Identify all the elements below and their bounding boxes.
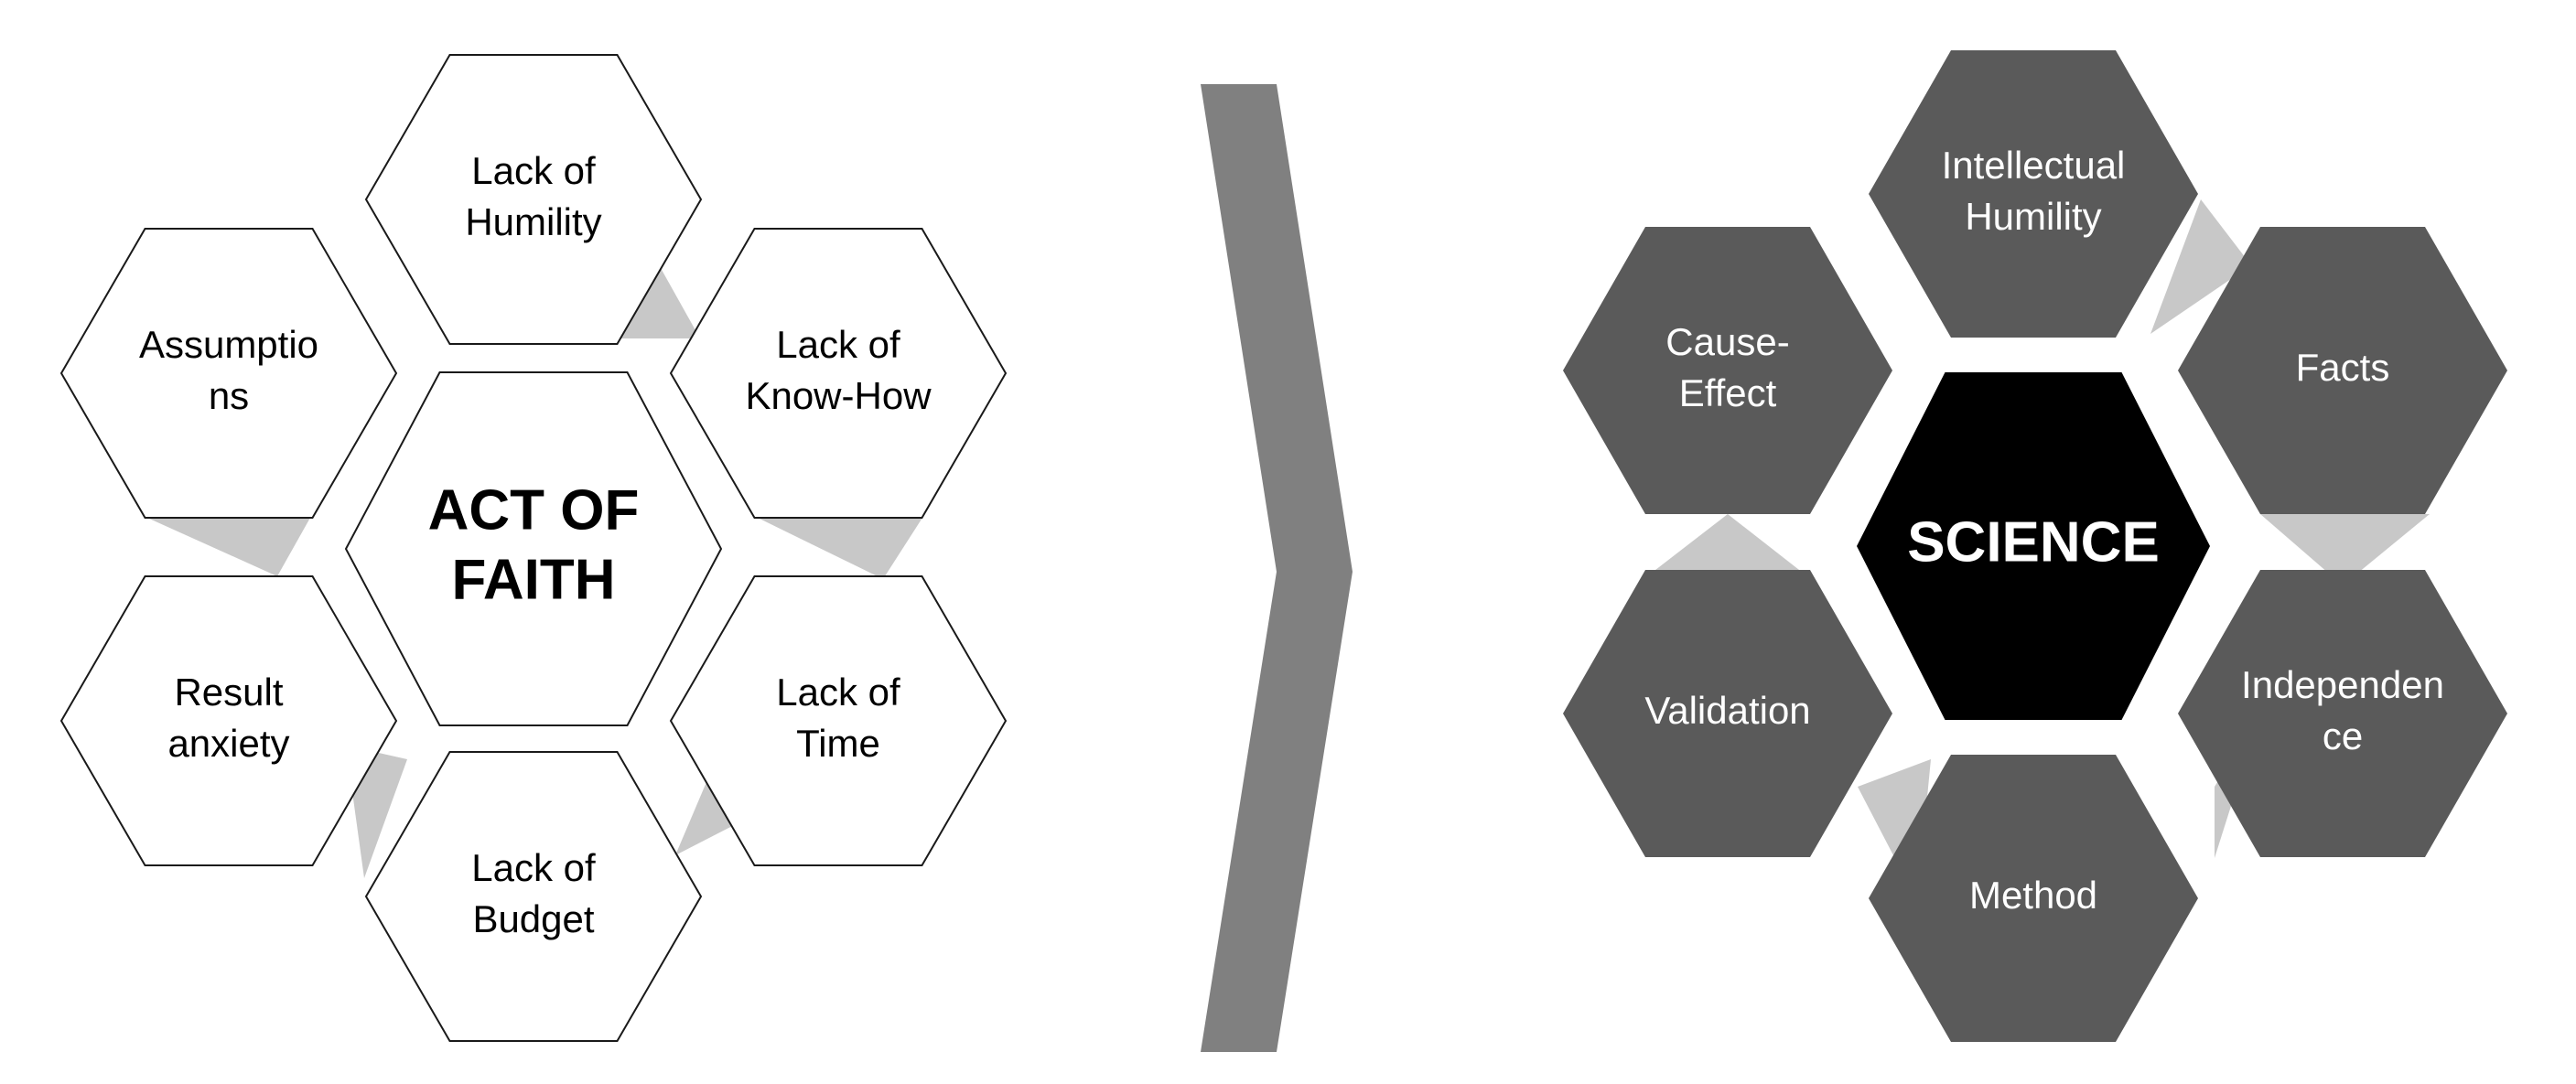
method-label-line-1: Method: [1969, 874, 2097, 917]
facts-label-line-1: Facts: [2296, 346, 2390, 389]
intellectual-humility-label-line-2: Humility: [1965, 195, 2101, 238]
independence-label-line-1: Independen: [2241, 663, 2444, 706]
validation-hexagon: [1563, 570, 1892, 857]
independence-hexagon: [2178, 570, 2507, 857]
right-connector-5: [1647, 514, 1807, 576]
assumptions-label-line-1: Assumptio: [139, 323, 318, 366]
act-of-faith-center-hexagon: [344, 371, 723, 726]
cause-effect-hexagon: [1563, 227, 1892, 514]
facts-hexagon: [2178, 227, 2507, 514]
lack-of-know-how-label-line-1: Lack of: [776, 323, 900, 366]
intellectual-humility-hexagon: [1869, 50, 2198, 338]
lack-of-time-hexagon: [669, 575, 1008, 866]
left-connector-5: [147, 518, 310, 576]
right-connector-2: [2260, 514, 2430, 585]
cause-effect-label-line-2: Effect: [1679, 371, 1777, 414]
intellectual-humility-label-line-1: Intellectual: [1942, 144, 2126, 187]
left-connector-2: [758, 518, 922, 579]
lack-of-know-how-hexagon: [669, 228, 1008, 519]
act-of-faith-center-label-line-2: FAITH: [451, 548, 615, 611]
result-anxiety-label-line-2: anxiety: [167, 722, 289, 765]
lack-of-know-how-label-line-2: Know-How: [745, 374, 932, 417]
assumptions-hexagon: [59, 228, 398, 519]
assumptions-label-line-2: ns: [209, 374, 249, 417]
lack-of-budget-hexagon: [364, 751, 703, 1042]
method-hexagon: [1869, 755, 2198, 1042]
lack-of-budget-label-line-1: Lack of: [471, 846, 596, 889]
lack-of-humility-label-line-1: Lack of: [471, 149, 596, 192]
independence-label-line-2: ce: [2323, 714, 2363, 757]
cause-effect-label-line-1: Cause-: [1665, 320, 1789, 363]
transition-chevron-arrow: [1201, 84, 1353, 1052]
science-center-hexagon: [1857, 372, 2210, 720]
lack-of-budget-label-line-2: Budget: [472, 897, 594, 940]
lack-of-time-label-line-1: Lack of: [776, 671, 900, 714]
lack-of-humility-label-line-2: Humility: [465, 200, 601, 243]
result-anxiety-hexagon: [59, 575, 398, 866]
act-of-faith-center-label-line-1: ACT OF: [428, 478, 640, 542]
lack-of-humility-hexagon: [364, 54, 703, 345]
science-center-label-line-1: SCIENCE: [1907, 510, 2160, 574]
lack-of-time-label-line-2: Time: [796, 722, 880, 765]
result-anxiety-label-line-1: Result: [174, 671, 283, 714]
right-connector-1: [2150, 199, 2251, 334]
validation-label-line-1: Validation: [1644, 689, 1810, 732]
